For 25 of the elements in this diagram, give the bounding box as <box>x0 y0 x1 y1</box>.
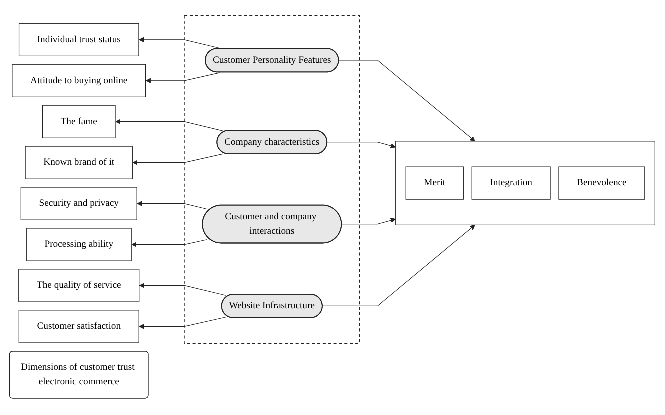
arrow <box>326 142 396 150</box>
arrow <box>132 240 208 248</box>
node-box: Processing ability <box>26 228 132 262</box>
node-box: Security and privacy <box>20 188 138 221</box>
node-box: Known brand of it <box>25 146 133 180</box>
node-box: Integration <box>472 167 551 200</box>
node-box: Individual trust status <box>18 24 140 57</box>
arrow <box>322 225 476 307</box>
node-box: Merit <box>406 167 464 200</box>
arrow <box>341 218 396 225</box>
arrow <box>138 38 220 50</box>
arrow <box>132 154 224 166</box>
node-box: Benevolence <box>558 167 646 200</box>
node-box: The fame <box>42 106 116 139</box>
arrow <box>116 120 224 132</box>
node-box: Attitude to buying online <box>12 64 146 98</box>
arrow <box>137 202 208 210</box>
arrow <box>139 283 226 296</box>
node-box: Customer satisfaction <box>18 310 140 344</box>
arrow <box>338 60 476 142</box>
node-box: The quality of service <box>18 270 140 303</box>
arrow <box>139 317 226 330</box>
arrow <box>146 73 220 84</box>
cluster <box>184 16 360 344</box>
cluster <box>396 142 656 226</box>
